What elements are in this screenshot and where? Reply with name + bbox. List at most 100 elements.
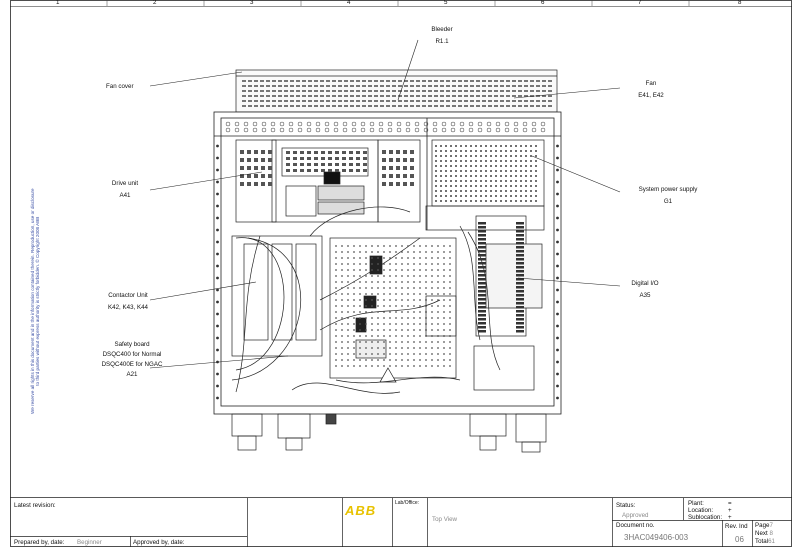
grille-slot [278, 90, 282, 92]
grille-slot [362, 80, 366, 82]
psu-vent-dot [495, 175, 497, 177]
board-vent-dot [383, 305, 385, 307]
grille-slot [548, 95, 552, 97]
board-vent-dot [419, 353, 421, 355]
board-vent-dot [431, 299, 433, 301]
drive-vent [410, 166, 414, 170]
io-terminal [478, 306, 486, 309]
board-vent-dot [377, 335, 379, 337]
board-vent-dot [347, 329, 349, 331]
board-vent-dot [419, 263, 421, 265]
grille-slot [506, 90, 510, 92]
drive-vent [307, 151, 311, 154]
board-vent-dot [401, 263, 403, 265]
board-vent-dot [341, 257, 343, 259]
board-vent-dot [449, 257, 451, 259]
board-vent-dot [347, 257, 349, 259]
board-vent-dot [335, 323, 337, 325]
psu-vent-dot [485, 160, 487, 162]
board-vent-dot [389, 317, 391, 319]
drive-vent [286, 151, 290, 154]
board-vent-dot [401, 335, 403, 337]
psu-vent-dot [440, 180, 442, 182]
psu-vent-dot [525, 200, 527, 202]
bleeder-label: Bleeder R1.1 [422, 26, 462, 45]
psu-vent-dot [460, 175, 462, 177]
psu-vent-dot [510, 165, 512, 167]
board-vent-dot [335, 263, 337, 265]
grille-slot [416, 95, 420, 97]
grille-slot [284, 90, 288, 92]
psu-vent-dot [440, 165, 442, 167]
board-vent-dot [425, 251, 427, 253]
psu-vent-dot [515, 150, 517, 152]
board-vent-dot [425, 245, 427, 247]
drive-vent [342, 163, 346, 166]
io-terminal [478, 330, 486, 333]
grille-slot [308, 90, 312, 92]
grille-slot [506, 105, 510, 107]
drive-vent [240, 174, 244, 178]
board-vent-dot [377, 263, 379, 265]
side-hole [216, 216, 219, 220]
board-vent-dot [383, 269, 385, 271]
board-vent-dot [365, 341, 367, 343]
grille-slot [248, 100, 252, 102]
psu-vent-dot [495, 150, 497, 152]
board-vent-dot [365, 323, 367, 325]
io-terminal [478, 286, 486, 289]
board-vent-dot [347, 335, 349, 337]
grille-slot [500, 85, 504, 87]
psu-vent-dot [485, 185, 487, 187]
board-vent-dot [389, 305, 391, 307]
grille-slot [428, 105, 432, 107]
grille-slot [416, 85, 420, 87]
safety-board-normal: DSQC400 for Normal [102, 351, 162, 358]
board-vent-dot [377, 347, 379, 349]
board-vent-dot [437, 281, 439, 283]
psu-vent-dot [465, 145, 467, 147]
grille-slot [320, 95, 324, 97]
psu-vent-dot [480, 150, 482, 152]
panel-hole [477, 127, 483, 133]
location-value: + [728, 507, 732, 514]
board-vent-dot [347, 305, 349, 307]
board-vent-dot [347, 251, 349, 253]
psu-vent-dot [485, 195, 487, 197]
grille-slot [290, 95, 294, 97]
page-value: 7 [769, 522, 773, 529]
board-vent-dot [443, 251, 445, 253]
board-vent-dot [341, 359, 343, 361]
board-vent-dot [389, 353, 391, 355]
board-vent-dot [371, 281, 373, 283]
psu-vent-dot [475, 190, 477, 192]
system-power-supply-name: System power supply [638, 186, 698, 193]
grille-slot [338, 80, 342, 82]
board-vent-dot [371, 299, 373, 301]
grille-slot [422, 100, 426, 102]
io-terminal [516, 254, 524, 257]
panel-hole [414, 127, 420, 133]
io-terminal [516, 278, 524, 281]
drive-vent [247, 158, 251, 162]
grille-slot [386, 85, 390, 87]
panel-hole [495, 127, 501, 133]
psu-vent-dot [495, 190, 497, 192]
panel-hole [468, 127, 474, 133]
grille-slot [536, 100, 540, 102]
grille-slot [296, 80, 300, 82]
psu-vent-dot [530, 170, 532, 172]
grille-slot [512, 80, 516, 82]
psu-vent-dot [490, 150, 492, 152]
psu-vent-dot [450, 200, 452, 202]
board-vent-dot [407, 341, 409, 343]
board-vent-dot [413, 257, 415, 259]
drive-vent [349, 157, 353, 160]
board-vent-dot [449, 359, 451, 361]
drive-vent [356, 169, 360, 172]
psu-vent-dot [465, 195, 467, 197]
drive-vent [300, 169, 304, 172]
grille-slot [332, 100, 336, 102]
drive-vent [314, 169, 318, 172]
view-title: Top View [432, 516, 457, 523]
